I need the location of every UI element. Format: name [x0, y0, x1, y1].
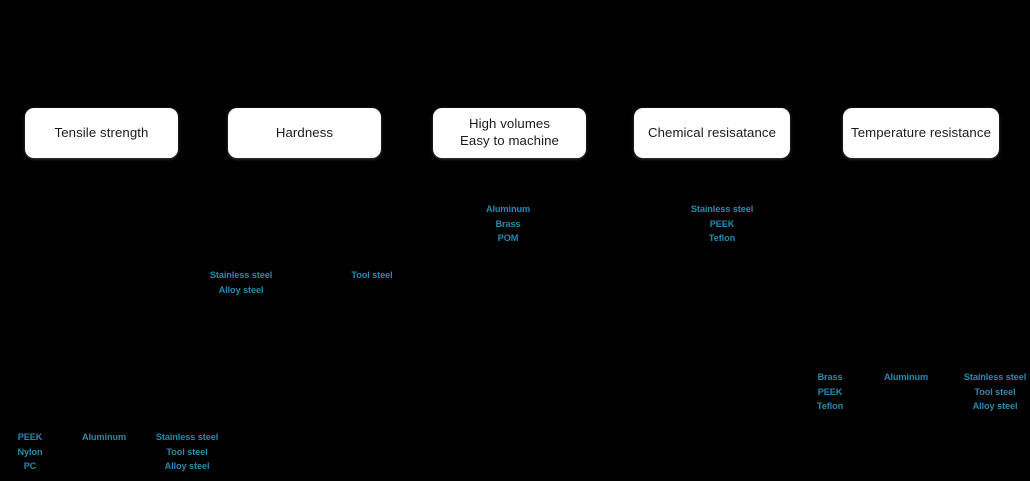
criteria-label: Temperature resistance: [851, 125, 991, 142]
material-label: Tool steel: [351, 270, 393, 280]
material-group-tensile-mid: Aluminum: [82, 430, 126, 445]
criteria-label: Chemical resisatance: [648, 125, 776, 142]
material-label: PEEK: [17, 432, 43, 442]
criteria-box-hardness[interactable]: Hardness: [228, 108, 381, 158]
criteria-label-line: Hardness: [275, 124, 334, 140]
criteria-label-line: Easy to machine: [460, 133, 559, 148]
material-label: Teflon: [708, 233, 736, 244]
material-label: Stainless steel: [209, 270, 273, 280]
material-group-hardness-high: Tool steel: [351, 268, 392, 283]
material-label: Alloy steel: [218, 284, 264, 295]
material-label: PC: [23, 461, 37, 472]
criteria-label-line: High volumes: [468, 116, 551, 132]
material-label: Tool steel: [166, 446, 208, 457]
criteria-box-tensile-strength[interactable]: Tensile strength: [25, 108, 178, 158]
criteria-label-line: Tensile strength: [54, 124, 149, 140]
material-label: Stainless steel: [155, 432, 219, 442]
material-label: Stainless steel: [963, 372, 1027, 382]
material-label: POM: [497, 233, 519, 244]
material-label: PEEK: [817, 386, 843, 397]
criteria-label-line: Chemical resisatance: [647, 124, 777, 140]
material-label: Brass: [495, 218, 521, 229]
material-label: Aluminum: [883, 372, 929, 382]
material-label: Nylon: [17, 446, 43, 457]
material-label: Alloy steel: [972, 401, 1018, 412]
material-label: Stainless steel: [690, 204, 754, 214]
material-label: Alloy steel: [164, 461, 210, 472]
criteria-label: Tensile strength: [55, 125, 149, 142]
material-label: Aluminum: [485, 204, 531, 214]
criteria-box-chemical-resistance[interactable]: Chemical resisatance: [634, 108, 790, 158]
criteria-label-line: Temperature resistance: [851, 124, 991, 140]
criteria-label: Hardness: [276, 125, 333, 142]
material-label: PEEK: [709, 218, 735, 229]
material-label: Teflon: [816, 401, 844, 412]
material-label: Aluminum: [81, 432, 127, 442]
material-label: Tool steel: [974, 386, 1016, 397]
material-label: Brass: [817, 372, 843, 382]
material-group-temperature-mid: Aluminum: [884, 370, 928, 385]
criteria-box-temperature-resistance[interactable]: Temperature resistance: [843, 108, 999, 158]
